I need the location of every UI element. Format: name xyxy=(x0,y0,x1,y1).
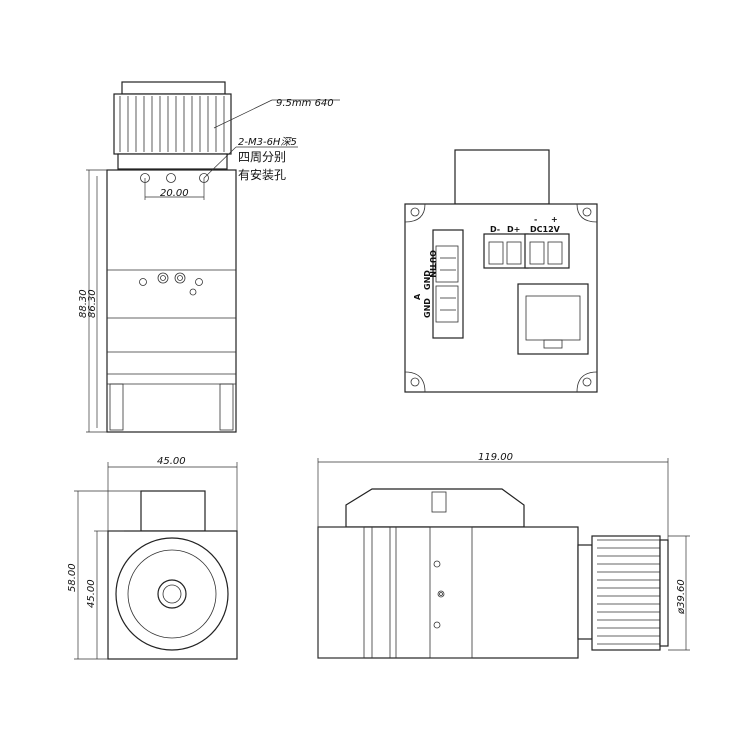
label-dc12v: DC12V xyxy=(530,225,561,234)
label-gnd2: GND xyxy=(423,298,432,318)
lens-neck xyxy=(117,153,228,170)
power-connector: - + DC12V xyxy=(524,215,570,269)
front-lens-outer xyxy=(115,537,229,651)
hole-spacing-dimension: 20.00 xyxy=(144,178,205,200)
lens-ring-side xyxy=(591,535,661,651)
height-outer-label: 88.30 xyxy=(78,289,89,318)
camera-body xyxy=(106,169,237,433)
label-plus: + xyxy=(551,215,558,224)
length-view: 119.00 ø39.60 xyxy=(317,452,690,659)
top-bracket xyxy=(345,488,525,528)
height-front-outer-label: 58.00 xyxy=(67,563,78,592)
lens-spec-label: 9.5mm 640 xyxy=(276,98,334,109)
length-total-label: 119.00 xyxy=(478,452,513,463)
main-housing xyxy=(317,526,579,659)
label-a: A xyxy=(413,293,422,300)
front-top-block xyxy=(140,490,206,532)
label-dplus: D+ xyxy=(507,225,520,234)
lens-cap xyxy=(121,81,226,95)
lens-knurled-ring xyxy=(113,93,232,155)
knurl-lines xyxy=(119,96,225,152)
width-dimension: 45.00 xyxy=(107,456,238,531)
label-minus: - xyxy=(534,215,537,224)
diameter-dimension: ø39.60 xyxy=(668,535,690,651)
label-in: IN xyxy=(428,268,437,278)
mount-holes-label: 2-M3-6H深5 xyxy=(238,136,297,148)
height-dimensions: 88.30 86.30 xyxy=(78,169,107,433)
ethernet-port xyxy=(517,283,589,355)
mount-hole-mid xyxy=(166,173,176,183)
lens-diameter-label: ø39.60 xyxy=(676,579,687,615)
note-line1: 四周分别 xyxy=(238,150,286,164)
length-dimension: 119.00 xyxy=(317,452,669,540)
label-out: OUT xyxy=(428,250,437,269)
front-view: 45.00 58.00 45.00 xyxy=(67,456,238,660)
front-lens-inner xyxy=(127,549,217,639)
width-front-label: 45.00 xyxy=(157,456,186,467)
rear-view: D- D+ - + DC12V IN OUT GND A GND xyxy=(404,149,598,393)
holes-leader: 2-M3-6H深5 四周分别 有安装孔 xyxy=(203,136,298,182)
height-inner-label: 86.30 xyxy=(87,289,98,318)
height-front-inner-label: 45.00 xyxy=(86,579,97,608)
hole-spacing-label: 20.00 xyxy=(160,188,189,199)
label-dminus: D- xyxy=(490,225,500,234)
rear-top-block xyxy=(454,149,550,205)
label-gnd1: GND xyxy=(423,270,432,290)
note-line2: 有安装孔 xyxy=(238,167,286,182)
front-height-dimensions: 58.00 45.00 xyxy=(67,490,141,660)
lens-leader: 9.5mm 640 xyxy=(213,98,340,129)
side-view: 20.00 9.5mm 640 2-M3-6H深5 四周分别 有安装孔 88.3… xyxy=(78,81,340,433)
front-lens-core xyxy=(157,579,187,609)
io-connector: IN OUT GND A GND xyxy=(413,229,464,339)
